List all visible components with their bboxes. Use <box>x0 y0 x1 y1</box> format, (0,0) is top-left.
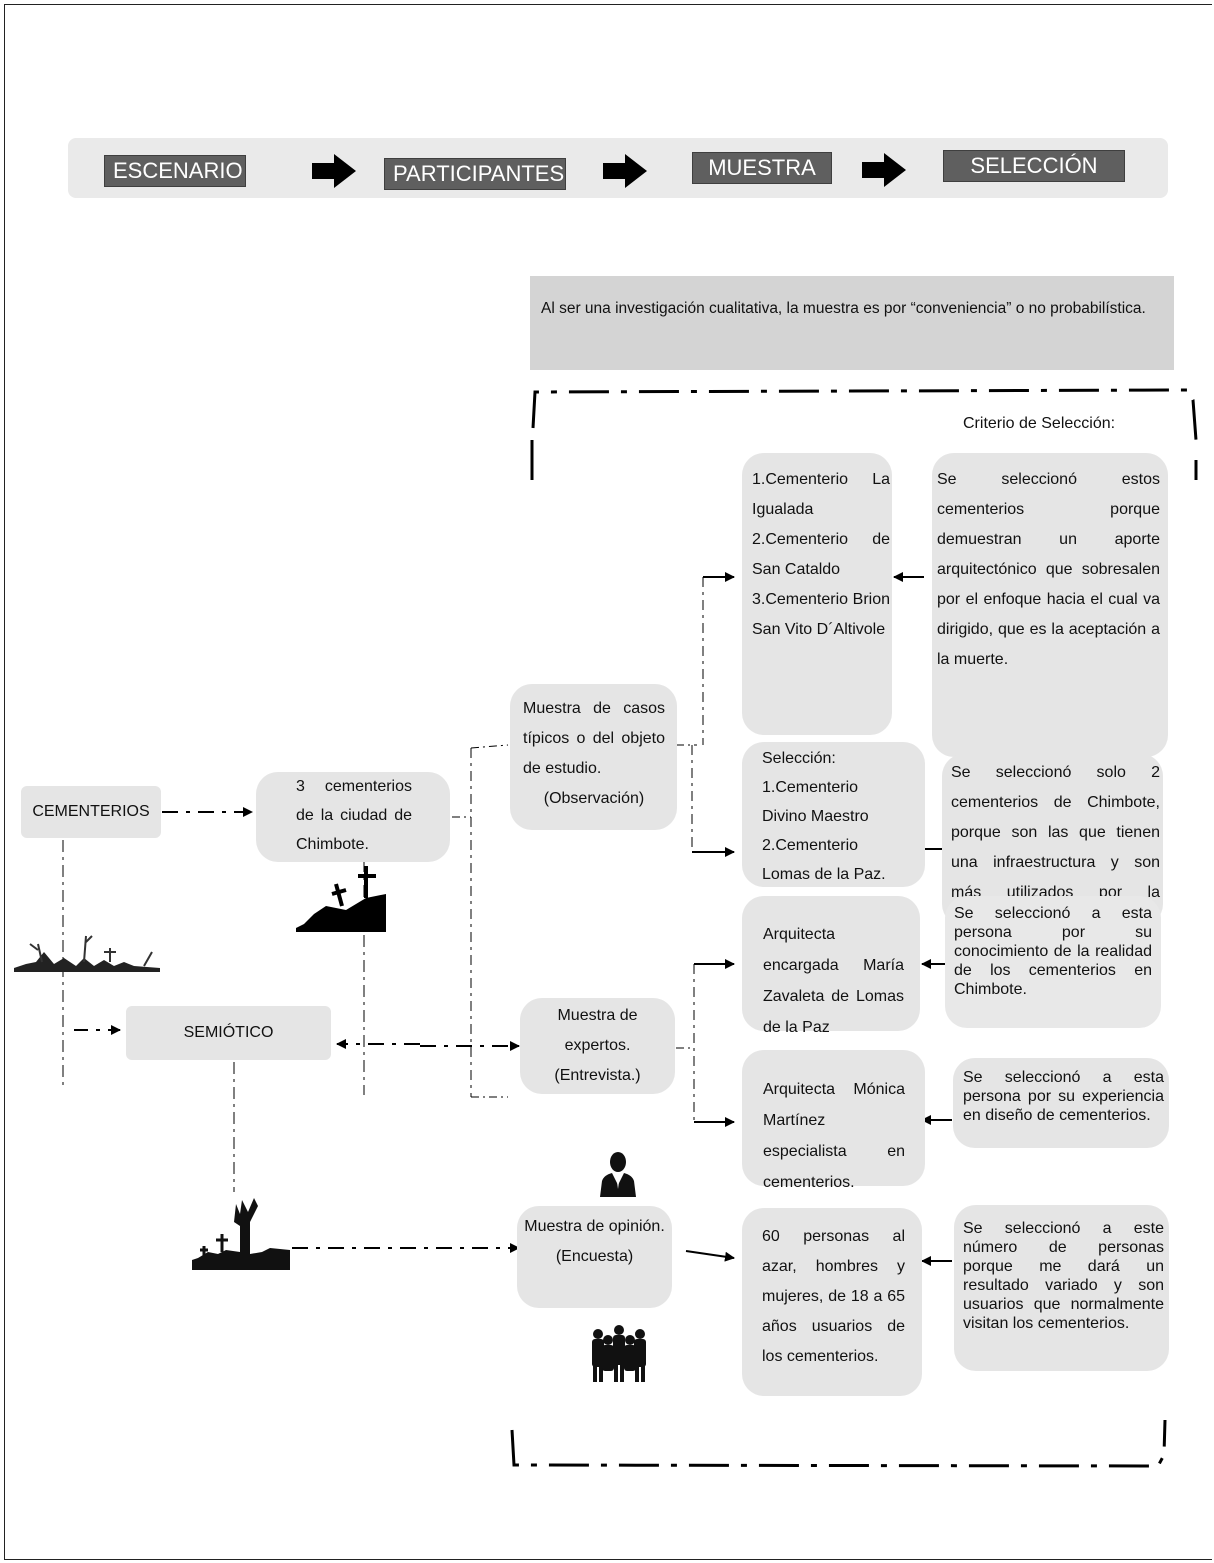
sample-experts-method: (Entrevista.) <box>554 1067 641 1084</box>
group-people-icon <box>592 1325 646 1382</box>
selection-4-text: Arquitecta Mónica Martínez especialista … <box>763 1081 905 1191</box>
selection-1-item-1: 1.Cementerio La Igualada <box>752 471 890 518</box>
right-arrow-icon <box>862 153 906 187</box>
criteria-box-5: Se seleccionó a este número de personas … <box>954 1205 1169 1371</box>
sample-experts-text: Muestra de expertos. <box>557 1007 638 1054</box>
selection-3-text: Arquitecta encargada María Zavaleta de L… <box>763 926 904 1036</box>
sample-typical-cases-box: Muestra de casos típicos o del objeto de… <box>510 684 677 830</box>
selection-2-item-1: 1.Cementerio Divino Maestro <box>762 779 869 825</box>
criteria-4-text: Se seleccionó a esta persona por su expe… <box>963 1069 1164 1124</box>
flow-step-escenario: ESCENARIO <box>104 155 246 187</box>
selection-box-5: 60 personas al azar, hombres y mujeres, … <box>742 1208 922 1396</box>
selection-box-1: 1.Cementerio La Igualada 2.Cementerio de… <box>742 453 892 735</box>
criteria-label: Criterio de Selección: <box>963 415 1116 432</box>
sample-opinion-method: (Encuesta) <box>555 1248 634 1265</box>
right-arrow-icon <box>603 154 647 188</box>
page-frame <box>4 4 1212 1560</box>
sampling-note: Al ser una investigación cualitativa, la… <box>530 276 1174 370</box>
criteria-1-text: Se seleccionó estos cementerios porque d… <box>937 471 1160 668</box>
criteria-box-4: Se seleccionó a esta persona por su expe… <box>953 1058 1169 1148</box>
sample-experts-box: Muestra de expertos. (Entrevista.) <box>520 998 675 1094</box>
criteria-2-text: Se seleccionó solo 2 cementerios de Chim… <box>951 764 1160 926</box>
criteria-5-text: Se seleccionó a este número de personas … <box>963 1220 1164 1332</box>
selection-box-2: Selección: 1.Cementerio Divino Maestro 2… <box>742 742 925 887</box>
selection-2-title: Selección: <box>762 750 836 767</box>
criteria-3-text: Se seleccionó a esta persona por su cono… <box>954 905 1152 998</box>
graveyard-silhouette-icon <box>14 935 160 972</box>
three-cemeteries-box: 3 cementerios de la ciudad de Chimbote. <box>256 772 450 862</box>
sample-typical-cases-method: (Observación) <box>543 790 645 807</box>
criteria-box-3: Se seleccionó a esta persona por su cono… <box>945 896 1161 1028</box>
flow-step-muestra: MUESTRA <box>692 152 832 184</box>
cross-grave-silhouette-icon <box>296 866 386 932</box>
selection-2-item-2: 2.Cementerio Lomas de la Paz. <box>762 837 886 883</box>
selection-1-item-3: 3.Cementerio Brion San Vito D´Altivole <box>752 591 890 638</box>
right-arrow-icon <box>312 154 356 188</box>
sample-opinion-box: Muestra de opinión. (Encuesta) <box>517 1206 672 1308</box>
selection-1-item-2: 2.Cementerio de San Cataldo <box>752 531 890 578</box>
sample-opinion-text: Muestra de opinión. <box>524 1218 665 1235</box>
cementerios-box: CEMENTERIOS <box>21 786 161 838</box>
flow-step-seleccion: SELECCIÓN <box>943 150 1125 182</box>
three-cemeteries-text: 3 cementerios de la ciudad de Chimbote. <box>296 778 412 853</box>
criteria-box-1: Se seleccionó estos cementerios porque d… <box>932 453 1168 757</box>
selection-5-text: 60 personas al azar, hombres y mujeres, … <box>762 1228 905 1365</box>
selection-box-3: Arquitecta encargada María Zavaleta de L… <box>742 896 920 1036</box>
semiotico-box: SEMIÓTICO <box>126 1006 331 1060</box>
sample-typical-cases-text: Muestra de casos típicos o del objeto de… <box>523 700 665 777</box>
flow-step-participantes: PARTICIPANTES <box>384 158 566 190</box>
selection-box-4: Arquitecta Mónica Martínez especialista … <box>742 1050 925 1191</box>
person-icon <box>600 1152 636 1197</box>
angel-statue-silhouette-icon <box>192 1198 290 1270</box>
